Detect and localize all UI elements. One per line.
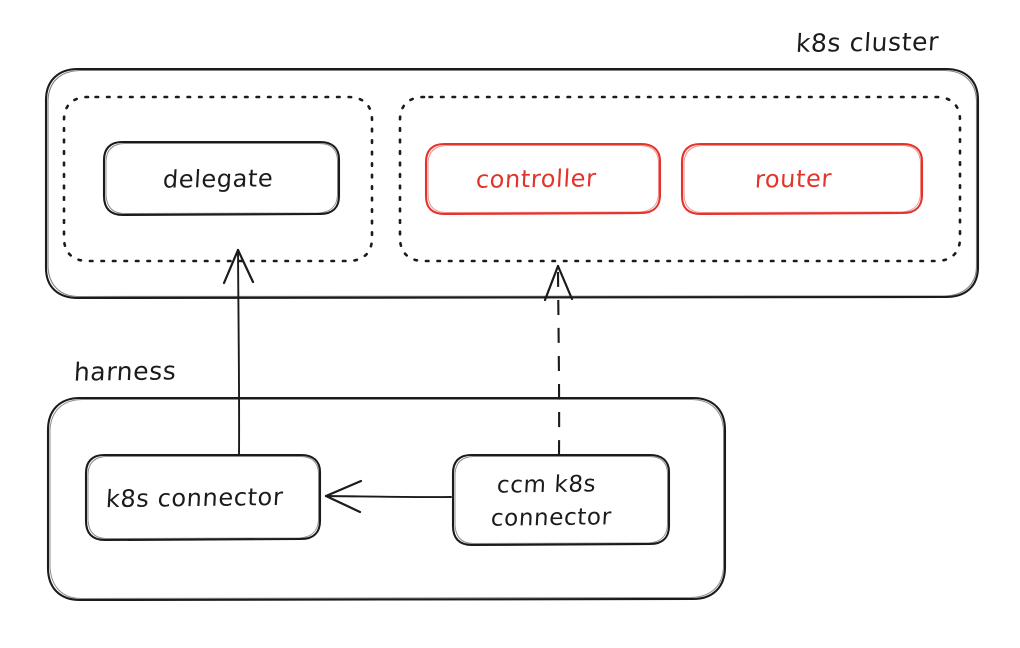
subgroup-workloads-dotted[interactable] xyxy=(398,95,962,263)
node-label-ccm-k8s-connector-line2: connector xyxy=(490,504,613,532)
edge-k8s-connector-to-delegate[interactable] xyxy=(222,248,255,456)
subgroup-delegate-dotted[interactable] xyxy=(62,95,374,263)
group-label-harness: harness xyxy=(73,356,178,387)
edge-ccm-to-k8s-connector[interactable] xyxy=(324,479,452,514)
node-ccm-k8s-connector[interactable] xyxy=(451,453,671,547)
node-delegate[interactable] xyxy=(102,140,341,217)
group-label-k8s-cluster: k8s cluster xyxy=(795,27,940,58)
node-label-delegate: delegate xyxy=(162,164,275,194)
group-harness[interactable] xyxy=(46,396,727,602)
node-label-k8s-connector: k8s connector xyxy=(105,482,285,514)
group-k8s-cluster[interactable] xyxy=(44,67,980,300)
node-label-ccm-k8s-connector-line1: ccm k8s xyxy=(496,471,597,499)
node-router[interactable] xyxy=(680,142,924,216)
edge-ccm-to-workloads[interactable] xyxy=(543,264,574,456)
node-label-controller: controller xyxy=(475,164,598,194)
node-controller[interactable] xyxy=(424,142,662,216)
node-k8s-connector[interactable] xyxy=(84,453,322,542)
node-label-router: router xyxy=(754,164,833,194)
